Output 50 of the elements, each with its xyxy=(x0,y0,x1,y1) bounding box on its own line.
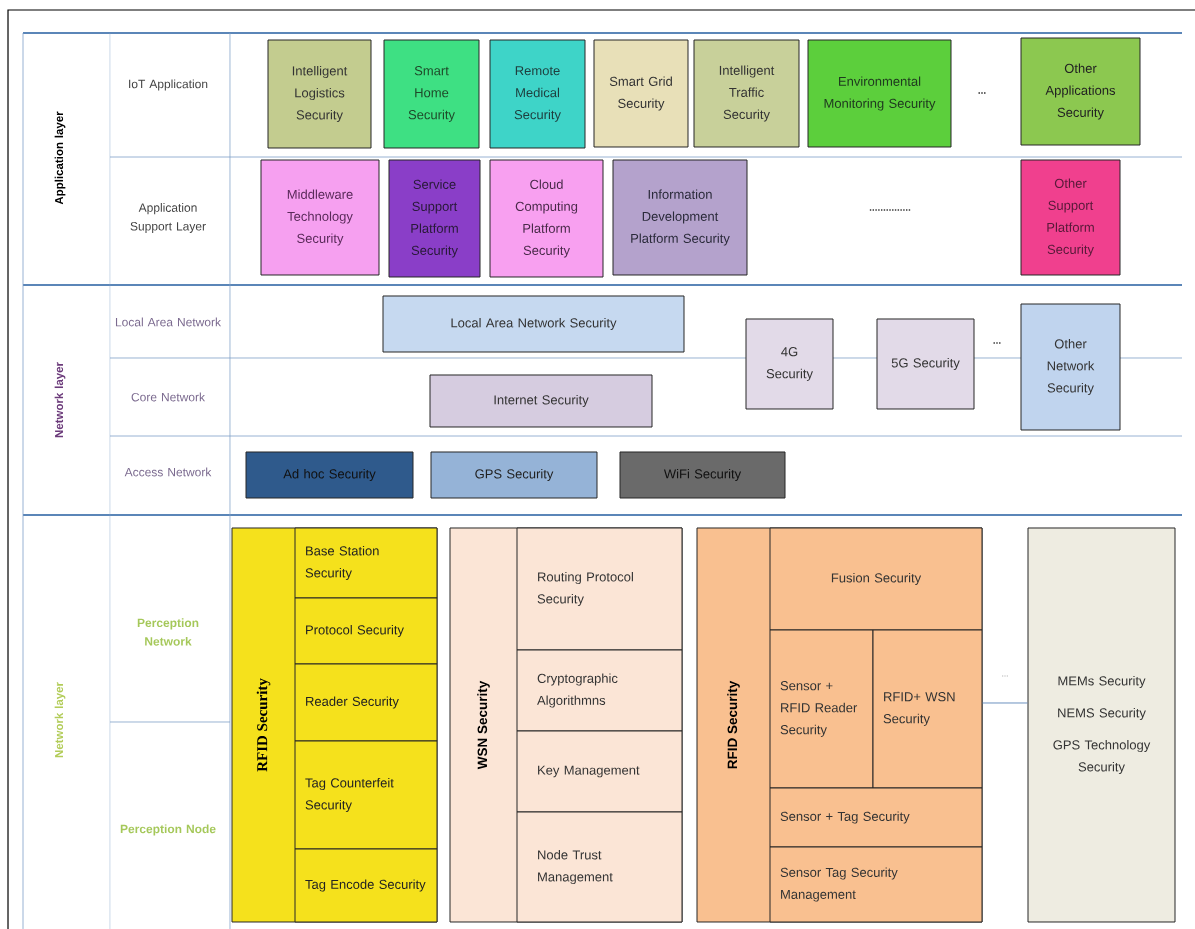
security-box: Local Area Network Security xyxy=(382,295,685,353)
row-label: Application Support Layer xyxy=(130,203,206,233)
row-label: Access Network xyxy=(124,467,212,477)
security-box: Other Applications Security xyxy=(1020,37,1141,146)
security-box: Intelligent Traffic Security xyxy=(693,39,800,148)
ellipsis: ............... xyxy=(869,209,911,211)
security-cell: Cryptographic Algorithmns xyxy=(516,649,683,732)
security-cell: Base Station Security xyxy=(294,527,438,599)
security-box: Ad hoc Security xyxy=(245,451,414,499)
row-label: Core Network xyxy=(131,392,205,402)
security-cell: Routing Protocol Security xyxy=(516,527,683,651)
security-box: Internet Security xyxy=(429,374,653,428)
security-box: Middleware Technology Security xyxy=(260,159,380,276)
security-box: Service Support Platform Security xyxy=(388,159,481,278)
security-cell: Sensor + RFID Reader Security xyxy=(769,629,874,789)
security-cell: Node Trust Management xyxy=(516,811,683,923)
layer-label: Network layer xyxy=(54,362,66,438)
security-cell: Reader Security xyxy=(294,663,438,742)
layer-label: Network layer xyxy=(54,682,66,758)
security-box: MEMs Security NEMS Security GPS Technology Security xyxy=(1027,527,1176,923)
security-cell: RFID+ WSN Security xyxy=(872,629,983,789)
ellipsis: ... xyxy=(993,342,1001,344)
row-label: Local Area Network xyxy=(115,317,222,327)
security-box: Other Support Platform Security xyxy=(1020,159,1121,276)
security-cell: Fusion Security xyxy=(769,527,983,631)
row-label: IoT Application xyxy=(129,79,208,91)
security-cell: Tag Encode Security xyxy=(294,848,438,923)
security-cell: Tag Counterfeit Security xyxy=(294,740,438,850)
row-label: Perception Network xyxy=(137,618,199,646)
security-box: GPS Security xyxy=(430,451,598,499)
security-box: Remote Medical Security xyxy=(489,39,586,149)
ellipsis: ... xyxy=(978,92,986,94)
layer-label: Application layer xyxy=(54,111,66,205)
security-box: Other Network Security xyxy=(1020,303,1121,431)
security-box: Smart Grid Security xyxy=(593,39,689,148)
security-cell: Key Management xyxy=(516,730,683,813)
security-cell: Protocol Security xyxy=(294,597,438,665)
security-cell: Sensor Tag Security Management xyxy=(769,846,983,923)
connector-line xyxy=(982,702,1028,704)
security-box: Information Development Platform Security xyxy=(612,159,748,276)
security-box: Environmental Monitoring Security xyxy=(807,39,952,148)
ellipsis: ... xyxy=(1002,675,1008,677)
security-box: Smart Home Security xyxy=(383,39,480,149)
security-box: 4G Security xyxy=(745,318,834,410)
security-box: Intelligent Logistics Security xyxy=(267,39,372,149)
security-cell: Sensor + Tag Security xyxy=(769,787,983,848)
security-box: Cloud Computing Platform Security xyxy=(489,159,604,278)
security-box: WiFi Security xyxy=(619,451,786,499)
row-label: Perception Node xyxy=(120,824,216,836)
security-box: 5G Security xyxy=(876,318,975,410)
